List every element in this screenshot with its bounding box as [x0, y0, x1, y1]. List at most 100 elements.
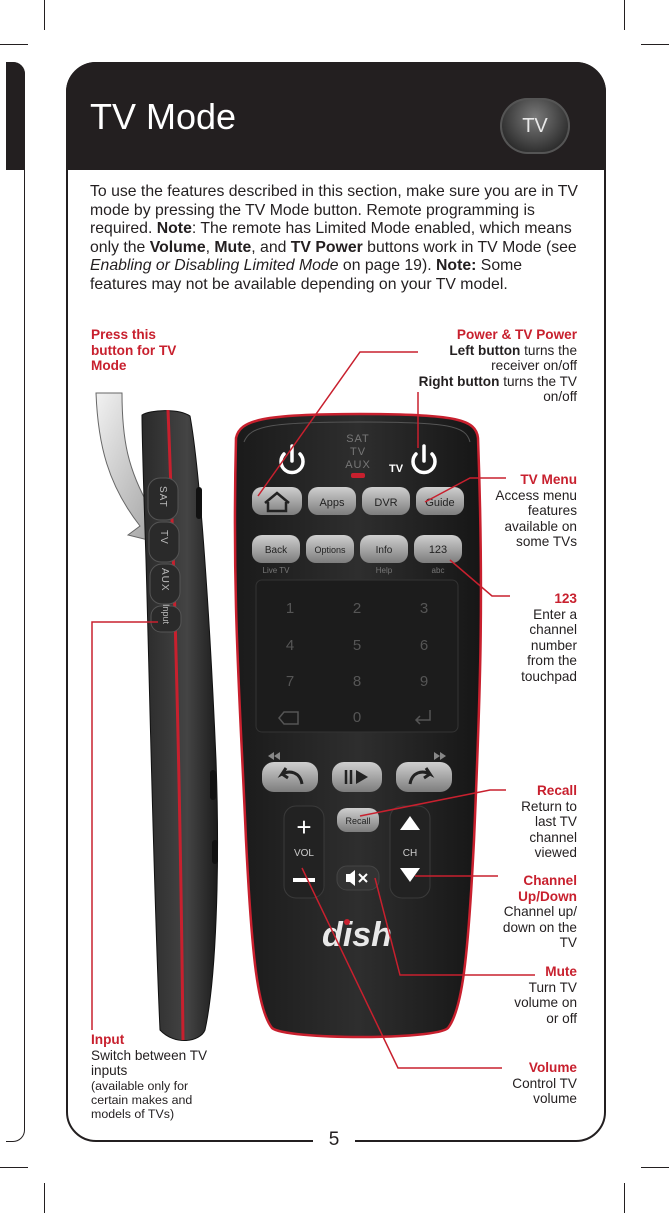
callout-power: Power & TV Power Left button turns the r…: [410, 327, 577, 405]
callout-text: turns the TV on/off: [499, 373, 577, 405]
tv-mode-button-icon: TV: [500, 98, 570, 154]
key-4: 4: [286, 637, 294, 654]
mute-word: Mute: [214, 238, 252, 256]
touchpad: [255, 579, 459, 733]
dvr-button: DVR: [374, 497, 397, 509]
callout-title: Input: [91, 1032, 125, 1047]
intro-text: on page 19).: [338, 257, 437, 275]
callout-title: Mute: [545, 964, 577, 979]
tv-mode-label: TV: [522, 114, 548, 137]
ch-label: CH: [403, 848, 417, 859]
volume-down-icon: [293, 878, 315, 882]
section-tab-fill: [6, 62, 25, 170]
volume-word: Volume: [149, 238, 206, 256]
crop-mark: [44, 0, 45, 30]
options-button: Options: [314, 545, 346, 555]
limited-mode-reference: Enabling or Disabling Limited Mode: [90, 257, 339, 275]
callout-title: Power & TV Power: [456, 327, 577, 342]
crop-mark: [624, 1183, 625, 1213]
intro-text: ,: [205, 238, 215, 256]
callout-leaders: [91, 351, 535, 1069]
mode-label-tv: TV: [350, 446, 366, 458]
crop-mark: [624, 0, 625, 30]
callout-channel: Channel Up/Down Channel up/ down on the …: [486, 873, 577, 951]
callout-text: Control TV volume: [512, 1075, 577, 1107]
callout-note: (available only for certain makes and mo…: [91, 1078, 193, 1121]
rewind-icon: [268, 752, 280, 760]
recall-button: Recall: [345, 816, 370, 826]
side-red-stripe: [166, 409, 185, 1041]
callout-text: turns the receiver on/off: [491, 342, 577, 374]
callout-text: Channel up/ down on the TV: [502, 904, 577, 950]
side-label-aux: AUX: [159, 568, 170, 592]
tv-power-label: TV: [389, 463, 404, 475]
key-7: 7: [286, 673, 294, 690]
callout-bold: Left button: [449, 342, 521, 358]
key-8: 8: [353, 673, 361, 690]
callout-mute: Mute Turn TV volume on or off: [500, 964, 577, 1026]
key-0: 0: [353, 709, 361, 726]
dish-logo: dish: [322, 916, 392, 954]
intro-text: buttons work in TV Mode (see: [362, 238, 577, 256]
enter-icon: [414, 710, 431, 725]
crop-mark: [641, 44, 669, 45]
callout-volume: Volume Control TV volume: [495, 1060, 577, 1107]
callout-tv-mode-button: Press this button for TV Mode: [91, 327, 191, 374]
mode-label-aux: AUX: [345, 459, 371, 471]
mute-icon: [346, 870, 355, 886]
backspace-icon: [278, 711, 299, 725]
callout-input: Input Switch between TV inputs (availabl…: [91, 1032, 216, 1121]
side-label-input: Input: [161, 604, 171, 625]
intro-text: To use the features described in this se…: [90, 183, 578, 238]
back-button: Back: [265, 545, 288, 556]
key-9: 9: [420, 673, 428, 690]
intro-text: : The remote has Limited Mode enabled, w…: [90, 220, 572, 256]
callout-123: 123 Enter a channel number from the touc…: [508, 591, 577, 684]
note-label: Note:: [436, 257, 477, 275]
home-button: [252, 487, 302, 515]
crop-mark: [0, 44, 28, 45]
crop-mark: [44, 1183, 45, 1213]
key-5: 5: [353, 637, 361, 654]
mode-label-sat: SAT: [346, 433, 370, 445]
help-sublabel: Help: [376, 566, 393, 575]
num-123-button: 123: [429, 544, 447, 556]
fast-forward-icon: [434, 752, 446, 760]
skip-forward-icon: [408, 767, 435, 785]
abc-sublabel: abc: [432, 566, 445, 575]
intro-text: Some features may not be available depen…: [90, 257, 523, 293]
page-number: 5: [313, 1129, 355, 1150]
tv-power-word: TV Power: [290, 238, 363, 256]
volume-up-icon: +: [296, 812, 311, 842]
callout-title: Volume: [528, 1060, 577, 1075]
key-1: 1: [286, 600, 294, 617]
callout-title: Recall: [536, 783, 577, 798]
crop-mark: [641, 1167, 669, 1168]
page-title: TV Mode: [90, 96, 237, 137]
crop-mark: [0, 1167, 28, 1168]
callout-title: 123: [554, 591, 577, 606]
info-button: Info: [376, 545, 393, 556]
key-2: 2: [353, 600, 361, 617]
callout-title: Channel Up/Down: [518, 873, 577, 904]
callout-text: Switch between TV inputs: [91, 1047, 208, 1079]
side-label-tv: TV: [158, 530, 169, 545]
apps-button: Apps: [319, 497, 345, 509]
side-label-sat: SAT: [157, 486, 168, 508]
vol-label: VOL: [294, 848, 314, 859]
channel-down-icon: [400, 868, 420, 882]
guide-button: Guide: [425, 497, 454, 509]
callout-bold: Right button: [418, 373, 500, 389]
intro-text: , and: [251, 238, 291, 256]
callout-title: Press this button for TV Mode: [91, 327, 177, 373]
callout-text: Access menu features available on some T…: [495, 487, 577, 550]
channel-up-icon: [400, 816, 420, 830]
key-6: 6: [420, 637, 428, 654]
home-icon: [264, 491, 290, 513]
intro-paragraph: To use the features described in this se…: [90, 183, 580, 295]
key-3: 3: [420, 600, 428, 617]
note-label: Note: [156, 220, 192, 238]
skip-back-icon: [277, 767, 304, 785]
callout-text: Enter a channel number from the touchpad: [521, 606, 577, 684]
